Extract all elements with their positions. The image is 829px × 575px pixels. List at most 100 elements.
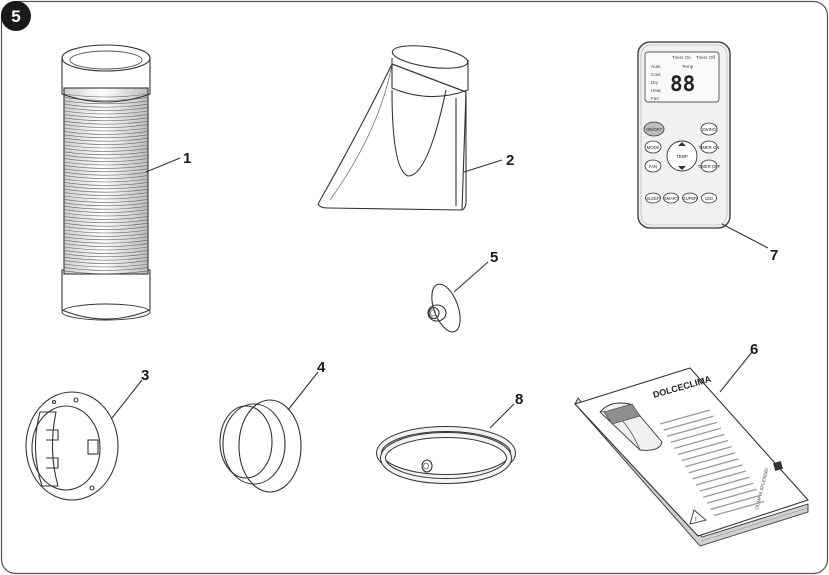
manual-text-line xyxy=(667,421,718,437)
hose-rib xyxy=(63,226,149,230)
mode-button[interactable]: MODE xyxy=(644,140,662,154)
led-button-label: LED xyxy=(705,196,713,201)
hose-rib xyxy=(63,154,149,159)
warning-mark: ! xyxy=(695,517,697,523)
swing-button[interactable]: SWING xyxy=(700,122,718,136)
callout-line-6 xyxy=(719,351,753,393)
hose-rib xyxy=(63,185,149,190)
remote-mode-fan: Fan xyxy=(651,96,659,101)
callout-line-2 xyxy=(463,159,503,173)
fan-button[interactable]: FAN xyxy=(644,159,662,173)
remote-timer-on: Timer On xyxy=(672,55,691,60)
remote-control-icon: Timer On Timer Off Auto Cool Dry Heat Fa… xyxy=(637,41,731,229)
super-button-label: SUPER xyxy=(683,196,697,201)
hose-rib xyxy=(63,175,149,179)
on-off-button-label: ON/OFF xyxy=(646,127,662,132)
hose-rib xyxy=(63,134,149,139)
timer-on-button-label: TIMER ON xyxy=(699,145,719,150)
super-button[interactable]: SUPER xyxy=(682,192,698,204)
hose-rib xyxy=(63,165,149,169)
flexible-exhaust-hose-icon xyxy=(61,44,151,321)
hose-rib xyxy=(63,127,149,132)
warning-triangle-icon xyxy=(689,509,707,525)
manual-text-line xyxy=(699,476,750,492)
manual-text-line xyxy=(674,433,725,450)
wall-flange-icon xyxy=(25,391,119,501)
mode-button-label: MODE xyxy=(647,145,660,150)
timer-off-button[interactable]: TIMER OFF xyxy=(698,159,721,173)
hose-rib xyxy=(63,229,149,234)
hose-rib xyxy=(63,195,149,200)
part-label-5: 5 xyxy=(490,249,498,266)
timer-on-button[interactable]: TIMER ON xyxy=(699,140,719,154)
hose-rib xyxy=(63,256,149,261)
hose-rib xyxy=(63,246,149,251)
hose-rib xyxy=(63,188,149,193)
remote-mode-cool: Cool xyxy=(651,72,660,77)
manual-text-line xyxy=(677,439,729,456)
hose-rib xyxy=(63,209,149,213)
hose-rib xyxy=(63,93,149,98)
manual-text-line xyxy=(688,458,739,474)
callout-line-4 xyxy=(287,371,319,411)
hose-rib xyxy=(63,236,149,241)
manual-text-line xyxy=(663,415,714,431)
remote-mode-heat: Heat xyxy=(651,88,661,93)
hose-rib xyxy=(63,137,149,142)
hose-rib xyxy=(63,192,149,196)
hose-rib xyxy=(63,182,149,186)
sleep-button[interactable]: SLEEP xyxy=(645,192,661,204)
manual-text-line xyxy=(681,445,732,462)
part-label-6: 6 xyxy=(750,341,758,358)
hose-rib xyxy=(63,202,149,207)
hose-rib xyxy=(63,199,149,203)
callout-line-7 xyxy=(721,223,769,249)
hose-rib xyxy=(63,103,149,108)
flange-cap-icon xyxy=(219,399,302,493)
drain-tube-icon xyxy=(376,426,516,484)
temp-button-label: TEMP xyxy=(676,154,688,159)
manual-text-line xyxy=(713,500,765,517)
remote-mode-auto: Auto xyxy=(651,64,661,69)
hose-rib xyxy=(63,243,149,247)
air-conditioner-icon xyxy=(599,402,663,451)
manual-text-line xyxy=(703,482,754,498)
callout-line-8 xyxy=(489,403,515,429)
manual-text-line xyxy=(710,494,761,511)
hose-rib xyxy=(63,148,149,152)
hose-rib xyxy=(63,222,149,227)
window-nozzle-adapter-icon xyxy=(317,45,469,211)
part-label-7: 7 xyxy=(770,247,778,264)
remote-timer-off: Timer Off xyxy=(696,55,716,60)
temp-up-icon xyxy=(678,142,686,146)
manual-text-line xyxy=(706,488,757,504)
hose-rib xyxy=(63,161,149,166)
remote-temp-label: Temp xyxy=(682,64,694,69)
hose-rib xyxy=(63,114,149,118)
callout-line-5 xyxy=(453,261,489,293)
timer-off-button-label: TIMER OFF xyxy=(698,164,721,169)
smart-button-label: SMART xyxy=(664,196,679,201)
hose-rib xyxy=(63,120,149,125)
temp-rocker-button[interactable]: TEMP xyxy=(666,140,698,172)
hose-rib xyxy=(63,260,149,264)
hose-rib xyxy=(63,267,149,271)
remote-lcd xyxy=(644,51,720,103)
smart-button[interactable]: SMART xyxy=(663,192,679,204)
hose-rib xyxy=(63,250,149,254)
remote-display-digits: 88 xyxy=(670,72,695,96)
manual-text-line xyxy=(685,452,736,468)
on-off-button[interactable]: ON/OFF xyxy=(643,121,665,137)
led-button[interactable]: LED xyxy=(701,192,717,204)
hose-rib xyxy=(63,253,149,258)
hose-ribs xyxy=(63,93,149,275)
hose-rib xyxy=(63,219,149,224)
hose-rib xyxy=(63,158,149,162)
manual-text-line xyxy=(670,427,721,443)
hose-rib xyxy=(63,263,149,268)
instruction-manual-icon: DOLCECLIMA OLIMPIA SPLENDID ! xyxy=(574,367,809,547)
callout-line-3 xyxy=(111,379,143,419)
hose-rib xyxy=(63,124,149,128)
hose-rib xyxy=(63,131,149,135)
